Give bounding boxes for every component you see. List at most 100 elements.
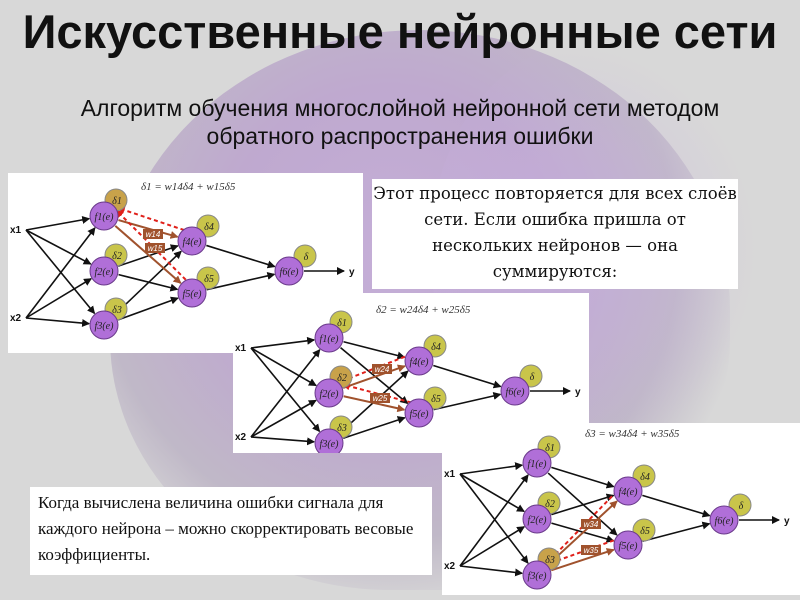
- neuron-f4-label: f4(e): [619, 487, 639, 498]
- slide-subtitle: Алгоритм обучения многослойной нейронной…: [80, 95, 720, 149]
- weight-label-b: w25: [370, 393, 390, 403]
- weight-label-b: w35: [581, 545, 601, 555]
- delta-neuron-5-label: δ5: [640, 526, 650, 537]
- neuron-f3-label: f3(e): [320, 439, 340, 450]
- edge-f3-f5: [117, 296, 179, 321]
- weight-label-b: w15: [145, 243, 165, 253]
- delta-neuron-5-label: δ5: [431, 394, 441, 405]
- edge-x1-f2: [250, 347, 317, 387]
- weight-edge-f3-f4: [547, 500, 618, 566]
- edge-f1-f5: [340, 346, 409, 405]
- neuron-f6-label: f6(e): [506, 387, 526, 398]
- delta-neuron-4-label: δ4: [204, 222, 214, 233]
- edge-x1-f2: [25, 229, 92, 265]
- delta-neuron-out-label: δ: [739, 501, 744, 512]
- neuron-f1-label: f1(e): [95, 212, 115, 223]
- weight-edge-f1-f5: [114, 225, 182, 284]
- neuron-f2-label: f2(e): [95, 267, 115, 278]
- edge-x1-f1: [25, 215, 91, 231]
- delta-neuron-2-label: δ2: [112, 251, 122, 262]
- input-x1-label: x1: [235, 343, 247, 354]
- edge-x2-f2: [25, 278, 93, 319]
- neuron-f1: [314, 323, 344, 353]
- edge-x1-f3: [250, 347, 321, 433]
- neuron-f3: [89, 310, 119, 340]
- backprop-arrow-d4: [116, 206, 185, 232]
- neuron-f5-label: f5(e): [410, 409, 430, 420]
- weight-label-a: w24: [372, 364, 392, 374]
- weight-label-a-text: w24: [375, 365, 390, 374]
- neuron-f5: [613, 530, 643, 560]
- edge-f5-f6: [206, 271, 276, 291]
- weight-label-b-text: w35: [584, 546, 599, 555]
- neuron-f5: [404, 398, 434, 428]
- output-y-label: y: [349, 267, 355, 278]
- edge-f4-f6: [206, 244, 276, 269]
- delta-neuron-out-label: δ: [304, 252, 309, 263]
- neuron-f4: [613, 476, 643, 506]
- weight-edge-f3-f5: [550, 548, 615, 572]
- edge-x2-f3: [459, 565, 524, 577]
- network-diagram-1-svg: δ1 = w14δ4 + w15δ5x1x2yw14w15δ1δ2δ3δ4δ5δ…: [10, 181, 355, 340]
- edge-x2-f3: [25, 317, 91, 328]
- edge-f1-f4: [343, 340, 406, 360]
- neuron-f5-label: f5(e): [183, 289, 203, 300]
- network-diagram-2-svg: δ2 = w24δ4 + w25δ5x1x2yw24w25δ1δ2δ3δ4δ5δ…: [235, 304, 581, 453]
- edge-f5-f6: [433, 392, 502, 411]
- input-x2-label: x2: [10, 313, 22, 324]
- error-sum-formula: δ1 = w14δ4 + w15δ5: [141, 181, 236, 193]
- edge-f1-f5: [547, 472, 618, 536]
- weight-label-b-text: w15: [148, 244, 163, 253]
- edge-f3-f5: [342, 416, 406, 440]
- edge-x1-f2: [459, 473, 525, 513]
- neuron-f4: [404, 346, 434, 376]
- neuron-f2: [314, 378, 344, 408]
- edge-x2-f1: [25, 227, 96, 319]
- network-diagram-3-svg: δ3 = w34δ4 + w35δ5x1x2yw34w35δ1δ2δ3δ4δ5δ…: [444, 428, 790, 590]
- delta-neuron-2-label: δ2: [337, 373, 347, 384]
- neuron-f6: [500, 376, 530, 406]
- input-x2-label: x2: [235, 432, 247, 443]
- edge-x2-f2: [459, 526, 526, 567]
- neuron-f5-label: f5(e): [619, 541, 639, 552]
- neuron-f3-label: f3(e): [528, 571, 548, 582]
- note-bottom: Когда вычислена величина ошибки сигнала …: [30, 487, 432, 575]
- edge-x2-f3: [250, 436, 316, 446]
- neuron-f5: [177, 278, 207, 308]
- neuron-f1-label: f1(e): [528, 459, 548, 470]
- neuron-f1-label: f1(e): [320, 334, 340, 345]
- neuron-f3: [522, 560, 552, 590]
- edge-x1-f1: [250, 336, 316, 349]
- weight-label-a-text: w14: [146, 230, 161, 239]
- delta-neuron-4-label: δ4: [431, 342, 441, 353]
- neuron-f2-label: f2(e): [528, 515, 548, 526]
- neuron-f4-label: f4(e): [410, 357, 430, 368]
- neuron-f2-label: f2(e): [320, 389, 340, 400]
- weight-label-a-text: w34: [584, 520, 599, 529]
- edge-x1-f3: [459, 473, 529, 564]
- neuron-f1: [522, 448, 552, 478]
- neuron-f2: [522, 504, 552, 534]
- delta-neuron-3-label: δ3: [337, 423, 347, 434]
- delta-neuron-3-label: δ3: [545, 555, 555, 566]
- delta-neuron-3-label: δ3: [112, 305, 122, 316]
- error-sum-formula: δ3 = w34δ4 + w35δ5: [585, 428, 680, 440]
- edge-f4-f6: [433, 364, 502, 389]
- note-top: Этот процесс повторяется для всех слоёв …: [372, 179, 738, 289]
- neuron-f3-label: f3(e): [95, 321, 115, 332]
- weight-label-b-text: w25: [373, 394, 388, 403]
- delta-neuron-out-label: δ: [530, 372, 535, 383]
- edge-x2-f2: [250, 399, 317, 438]
- delta-neuron-1-label: δ1: [337, 318, 347, 329]
- output-y-label: y: [784, 516, 790, 527]
- input-x1-label: x1: [10, 225, 22, 236]
- neuron-f4: [177, 226, 207, 256]
- edge-f2-f4: [117, 244, 179, 267]
- slide-title: Искусственные нейронные сети: [22, 5, 778, 58]
- edge-f1-f4: [551, 466, 615, 489]
- weight-edge-f2-f4: [342, 364, 406, 389]
- weight-label-a: w14: [143, 229, 163, 239]
- edge-f2-f4: [551, 493, 615, 516]
- neuron-f6-label: f6(e): [715, 516, 735, 527]
